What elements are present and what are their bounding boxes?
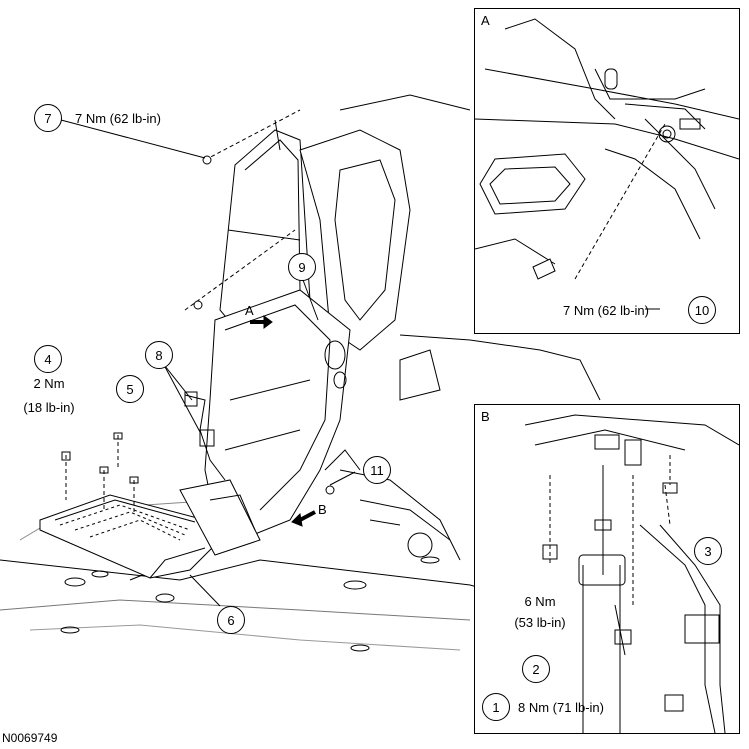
inset-view-b: B — [474, 404, 740, 734]
callout-7: 7 — [34, 104, 62, 132]
view-arrow-a-label: A — [245, 303, 254, 318]
inset-a-illustration — [475, 18, 739, 310]
callout-2-torque-nm: 6 Nm — [524, 594, 556, 609]
callout-4: 4 — [34, 345, 62, 373]
callout-3: 3 — [694, 537, 722, 565]
view-arrow-b-label: B — [318, 502, 327, 517]
inset-a-label: A — [481, 13, 490, 28]
callout-4-torque-lbin: (18 lb-in) — [23, 400, 75, 415]
callout-1-torque: 8 Nm (71 lb-in) — [518, 700, 604, 715]
inset-b-illustration — [524, 414, 739, 733]
figure-id: N0069749 — [2, 731, 58, 745]
inset-b-label: B — [481, 409, 490, 424]
callout-1: 1 — [482, 693, 510, 721]
callout-8: 8 — [145, 341, 173, 369]
callout-2-torque-lbin: (53 lb-in) — [514, 615, 566, 630]
inset-view-a: A — [474, 8, 740, 334]
callout-7-torque: 7 Nm (62 lb-in) — [75, 111, 161, 126]
callout-6: 6 — [217, 606, 245, 634]
callout-4-torque-nm: 2 Nm — [33, 376, 65, 391]
callout-2: 2 — [522, 655, 550, 683]
callout-11: 11 — [363, 456, 391, 484]
callout-9: 9 — [288, 253, 316, 281]
callout-10: 10 — [688, 296, 716, 324]
callout-5: 5 — [116, 375, 144, 403]
callout-10-torque: 7 Nm (62 lb-in) — [563, 303, 649, 318]
